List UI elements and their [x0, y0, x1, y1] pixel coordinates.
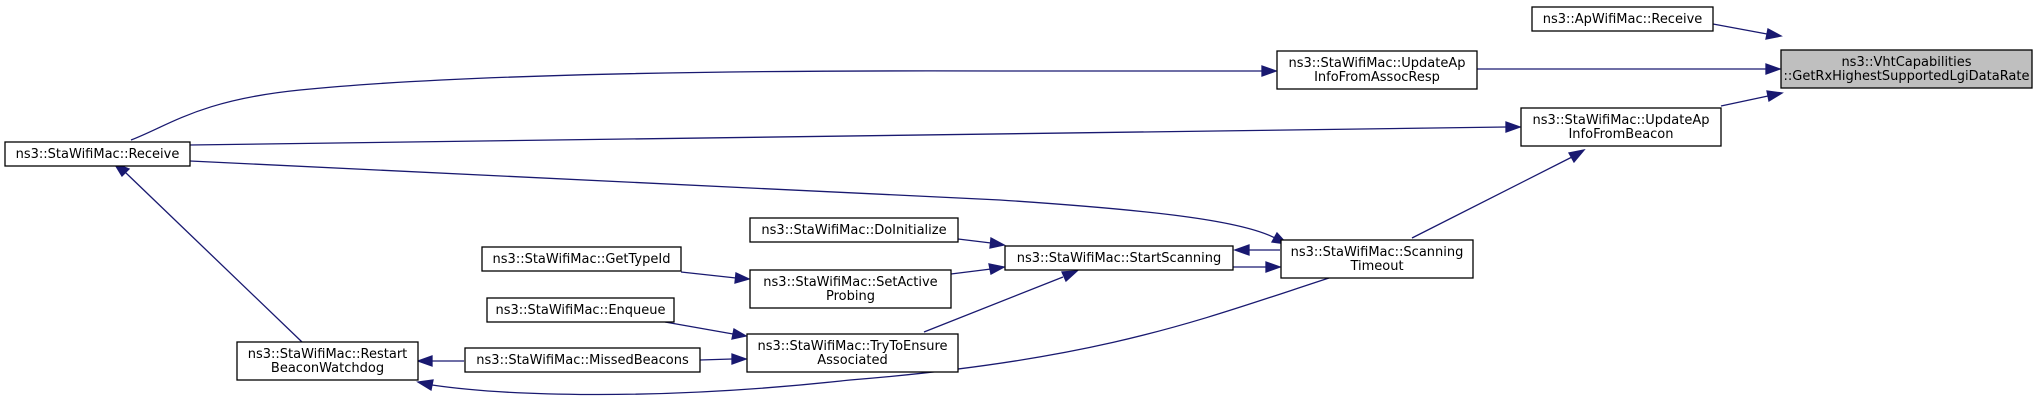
edge-get-type-id-to-set-active	[680, 271, 751, 284]
node-box	[236, 341, 419, 381]
node-label-line: InfoFromAssocResp	[1314, 70, 1440, 85]
node-label-line: ns3::StaWifiMac::Receive	[16, 147, 180, 162]
node-label-line: ns3::StaWifiMac::SetActive	[763, 275, 937, 290]
node-box	[486, 297, 675, 323]
edge-scan-timeout-to-restart-watchdog	[416, 277, 1330, 396]
node-label-line: BeaconWatchdog	[271, 361, 384, 376]
edge-ap-receive-to-root	[1712, 23, 1783, 40]
node-box	[1004, 245, 1234, 271]
edge-sta-receive-to-scan-timeout	[189, 160, 1289, 245]
node-label-line: ns3::ApWifiMac::Receive	[1543, 12, 1703, 27]
edge-sta-receive-to-update-beacon	[189, 121, 1522, 146]
node-box	[1280, 239, 1474, 279]
node-label-line: Timeout	[1349, 259, 1403, 274]
edge-try-ensure-to-start-scanning	[923, 270, 1079, 333]
node-box	[749, 217, 959, 243]
node-box	[481, 246, 682, 272]
edge-set-active-to-start-scanning	[950, 263, 1006, 275]
node-label-line: ns3::StaWifiMac::Scanning	[1291, 245, 1464, 260]
node-root: ns3::VhtCapabilities::GetRxHighestSuppor…	[1780, 49, 2033, 89]
node-label-line: Associated	[817, 353, 887, 368]
node-label-line: ns3::StaWifiMac::DoInitialize	[761, 223, 946, 238]
node-box	[746, 333, 959, 373]
node-label-line: ns3::StaWifiMac::MissedBeacons	[476, 353, 689, 368]
edge-update-beacon-to-root	[1720, 90, 1784, 107]
edge-scan-timeout-to-start-scanning	[1233, 244, 1280, 256]
node-box	[1276, 50, 1478, 90]
edge-missed-beacons-to-try-ensure	[699, 353, 748, 365]
node-do-initialize[interactable]: ns3::StaWifiMac::DoInitialize	[749, 217, 959, 243]
node-label-line: ns3::StaWifiMac::GetTypeId	[493, 252, 671, 267]
edge-sta-receive-to-update-assoc	[130, 65, 1278, 141]
edge-enqueue-to-try-ensure	[664, 321, 748, 340]
edge-missed-beacons-to-restart-watchdog	[416, 355, 464, 367]
edge-scan-timeout-to-update-beacon	[1411, 149, 1586, 239]
edge-restart-watchdog-to-sta-receive	[112, 161, 303, 343]
node-box	[1520, 107, 1722, 147]
node-enqueue[interactable]: ns3::StaWifiMac::Enqueue	[486, 297, 675, 323]
node-label-line: InfoFromBeacon	[1568, 127, 1673, 142]
node-box	[749, 269, 952, 309]
node-box	[464, 347, 701, 373]
node-box	[1780, 49, 2033, 89]
node-label-line: ::GetRxHighestSupportedLgiDataRate	[1784, 69, 2030, 84]
node-update-assoc[interactable]: ns3::StaWifiMac::UpdateApInfoFromAssocRe…	[1276, 50, 1478, 90]
edge-update-assoc-to-root	[1477, 63, 1782, 75]
node-label-line: ns3::StaWifiMac::Restart	[248, 347, 408, 362]
node-label-line: ns3::StaWifiMac::UpdateAp	[1288, 56, 1465, 71]
node-box	[1531, 6, 1714, 32]
edge-do-initialize-to-start-scanning	[957, 236, 1006, 249]
node-label-line: ns3::StaWifiMac::Enqueue	[496, 303, 666, 318]
node-ap-receive[interactable]: ns3::ApWifiMac::Receive	[1531, 6, 1714, 32]
node-get-type-id[interactable]: ns3::StaWifiMac::GetTypeId	[481, 246, 682, 272]
node-missed-beacons[interactable]: ns3::StaWifiMac::MissedBeacons	[464, 347, 701, 373]
node-start-scanning[interactable]: ns3::StaWifiMac::StartScanning	[1004, 245, 1234, 271]
node-box	[4, 141, 191, 167]
node-label-line: ns3::VhtCapabilities	[1841, 55, 1971, 70]
node-label-line: ns3::StaWifiMac::UpdateAp	[1532, 113, 1709, 128]
node-label-line: ns3::StaWifiMac::StartScanning	[1017, 251, 1222, 266]
node-label-line: ns3::StaWifiMac::TryToEnsure	[757, 339, 947, 354]
node-sta-receive[interactable]: ns3::StaWifiMac::Receive	[4, 141, 191, 167]
node-label-line: Probing	[826, 289, 875, 304]
